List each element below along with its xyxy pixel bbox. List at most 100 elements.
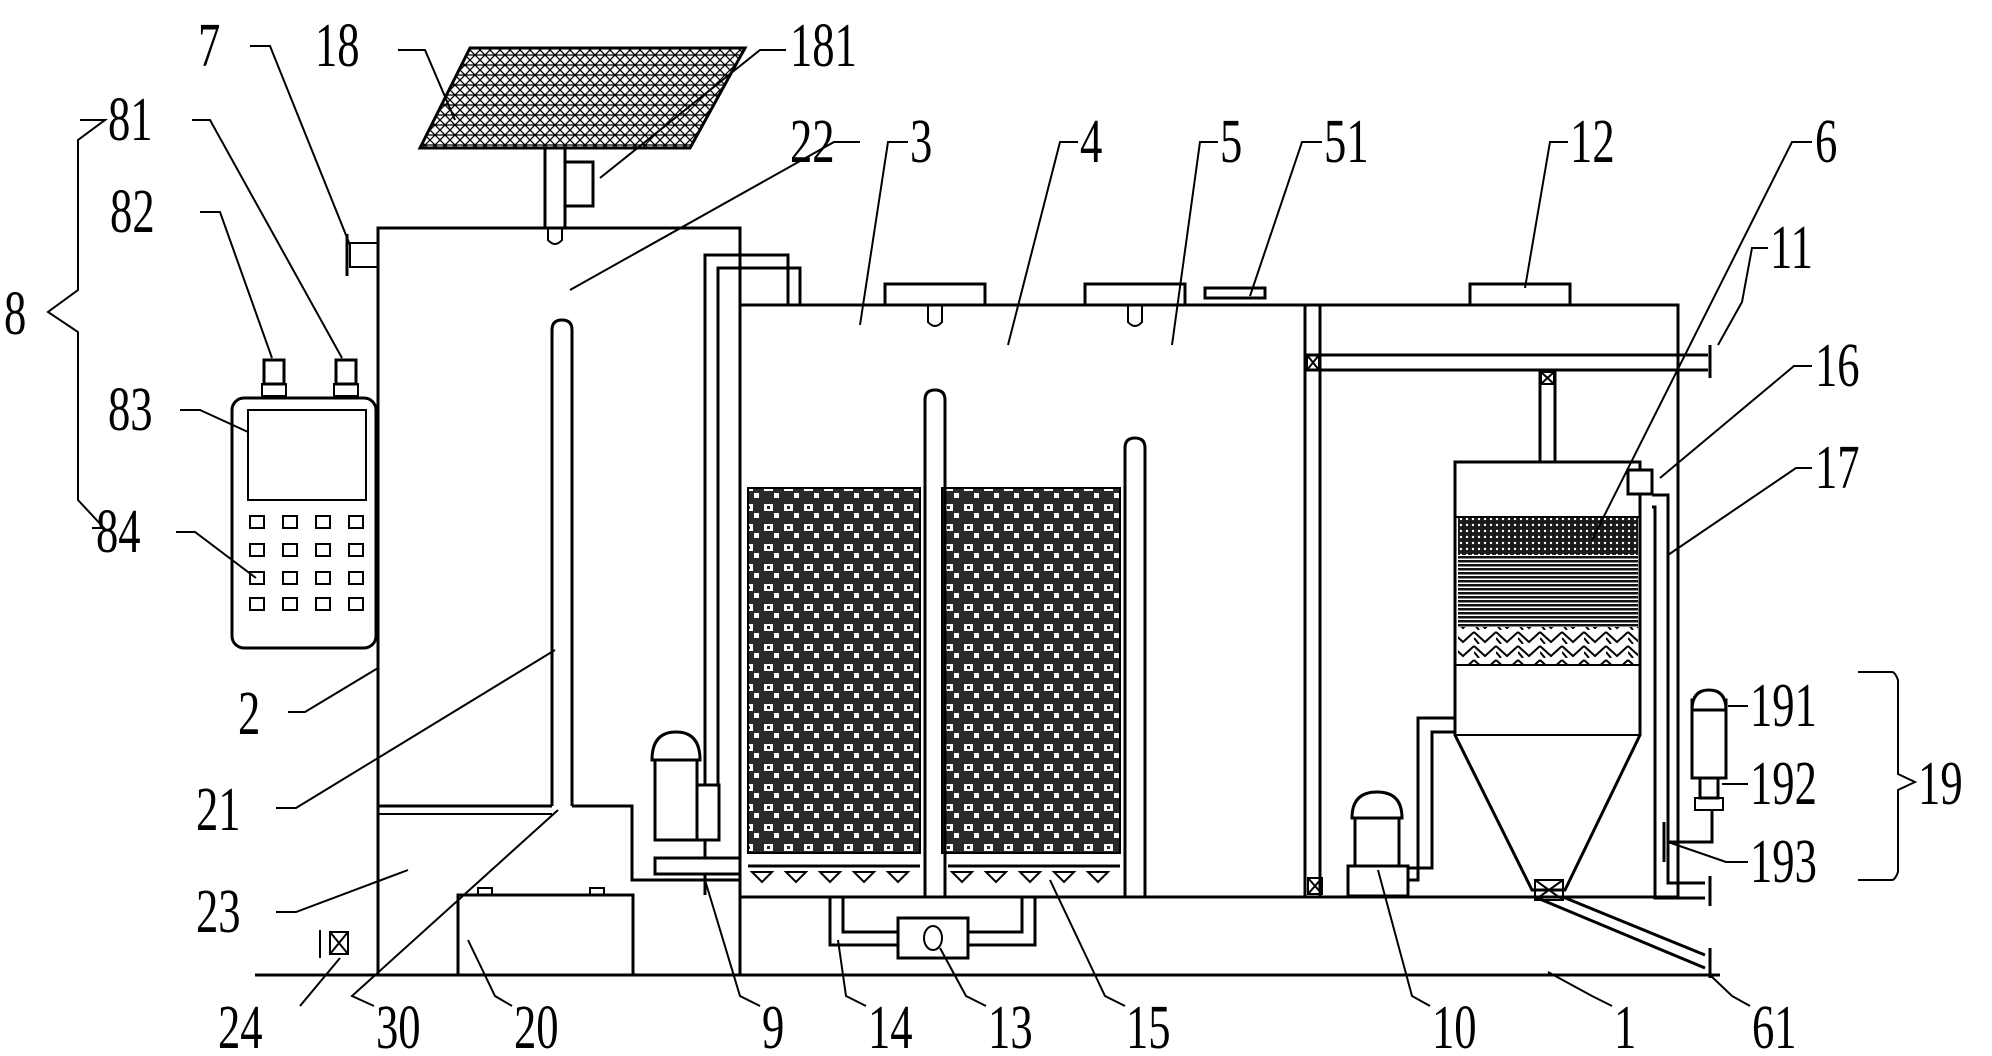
drop-valve xyxy=(1540,371,1555,385)
label-22: 22 xyxy=(790,107,835,176)
blower-13-rotor xyxy=(923,925,943,951)
media-block-a xyxy=(747,487,921,854)
label-11: 11 xyxy=(1770,213,1813,282)
label-9: 9 xyxy=(762,993,784,1056)
label-20: 20 xyxy=(514,993,559,1056)
label-4: 4 xyxy=(1080,107,1102,176)
outlet-pipe-17-inner xyxy=(1652,505,1705,900)
label-7: 7 xyxy=(198,11,220,80)
label-19: 19 xyxy=(1918,749,1963,818)
label-51: 51 xyxy=(1324,107,1369,176)
label-181: 181 xyxy=(790,11,857,80)
transfer-pipe-inner xyxy=(716,266,802,800)
control-box-8 xyxy=(230,396,378,650)
label-2: 2 xyxy=(238,679,260,748)
battery-terminal-a xyxy=(477,887,493,896)
label-6: 6 xyxy=(1815,107,1837,176)
pipe-11-valve-a xyxy=(1306,354,1320,371)
leader-lines xyxy=(46,45,1918,1007)
drain-pipe-61-inner xyxy=(1562,895,1706,957)
air-pipe-left xyxy=(828,897,898,947)
battery-20 xyxy=(456,893,635,977)
vent-51 xyxy=(1203,286,1267,300)
device-192 xyxy=(1698,776,1720,800)
solar-post-foot xyxy=(547,228,563,245)
sensor-81-base xyxy=(333,383,359,397)
label-5: 5 xyxy=(1220,107,1242,176)
label-61: 61 xyxy=(1752,993,1797,1056)
air-pipe-right xyxy=(968,897,1037,947)
cover-a-nozzle xyxy=(927,305,943,327)
label-192: 192 xyxy=(1750,749,1817,818)
label-82: 82 xyxy=(110,177,155,246)
tank-2-step xyxy=(572,804,740,882)
device-191 xyxy=(1690,698,1728,780)
label-1: 1 xyxy=(1614,993,1636,1056)
cover-12 xyxy=(1468,282,1572,307)
pump-9-head xyxy=(650,730,702,762)
label-84: 84 xyxy=(96,497,141,566)
valve-24-cross xyxy=(329,931,349,955)
feed-pipe-inner xyxy=(1408,730,1455,870)
inner-pipe-21 xyxy=(550,318,574,806)
label-14: 14 xyxy=(868,993,913,1056)
valve-24 xyxy=(329,931,349,955)
label-193: 193 xyxy=(1750,827,1817,896)
label-17: 17 xyxy=(1815,433,1860,502)
label-15: 15 xyxy=(1126,993,1171,1056)
label-23: 23 xyxy=(196,877,241,946)
label-8: 8 xyxy=(4,279,26,348)
filter-layer-lines xyxy=(1458,555,1638,627)
wall-valve xyxy=(1307,877,1323,895)
filter-drain-valve xyxy=(1534,879,1564,901)
keypad-84 xyxy=(249,515,364,611)
cover-b-nozzle xyxy=(1127,305,1143,327)
air-pipe-right-inner xyxy=(968,897,1024,934)
label-12: 12 xyxy=(1570,107,1615,176)
solar-post xyxy=(543,146,567,230)
label-81: 81 xyxy=(108,85,153,154)
label-21: 21 xyxy=(196,775,241,844)
filter-drain-valve-x xyxy=(1534,879,1564,901)
outlet-pipe-17 xyxy=(1652,493,1705,885)
cover-b xyxy=(1083,282,1187,307)
label-18: 18 xyxy=(315,11,360,80)
pump-10-head xyxy=(1350,790,1404,820)
pipe-11-valve-a-x xyxy=(1306,354,1320,371)
divider-4-5 xyxy=(1123,436,1147,897)
sensor-82-base xyxy=(261,383,287,397)
drop-valve-x xyxy=(1540,371,1555,385)
sensor-16 xyxy=(1626,468,1654,496)
divider-3-4 xyxy=(923,388,947,897)
box-181 xyxy=(563,160,595,208)
pump-9-motor xyxy=(695,783,721,842)
transfer-pipe xyxy=(703,253,790,895)
label-30: 30 xyxy=(376,993,421,1056)
drain-pipe-61 xyxy=(1534,895,1706,970)
diffuser-heads xyxy=(749,871,1111,884)
air-pipe-left-inner xyxy=(841,897,898,934)
label-191: 191 xyxy=(1750,671,1817,740)
filter-layer-zigzag xyxy=(1458,627,1638,665)
wall-valve-x xyxy=(1307,877,1323,895)
sensor-82 xyxy=(262,358,286,386)
cover-a xyxy=(883,282,987,307)
screen-83 xyxy=(247,409,367,501)
battery-terminal-b xyxy=(589,887,605,896)
label-83: 83 xyxy=(108,375,153,444)
label-10: 10 xyxy=(1432,993,1477,1056)
device-191-cap xyxy=(1690,688,1728,712)
filter-layer-dense xyxy=(1458,517,1638,555)
device-193-link xyxy=(1668,810,1714,844)
callout-labels: 7 18 181 81 82 8 83 84 22 3 4 5 51 12 6 … xyxy=(4,11,1963,1056)
sensor-81 xyxy=(334,358,358,386)
pump-9-base xyxy=(653,856,742,876)
feed-pipe xyxy=(1408,716,1455,882)
device-192-base xyxy=(1694,797,1724,811)
blower-13 xyxy=(896,916,970,960)
pump-9 xyxy=(653,746,699,842)
solar-panel-18 xyxy=(417,46,748,150)
inlet-7 xyxy=(349,242,379,268)
